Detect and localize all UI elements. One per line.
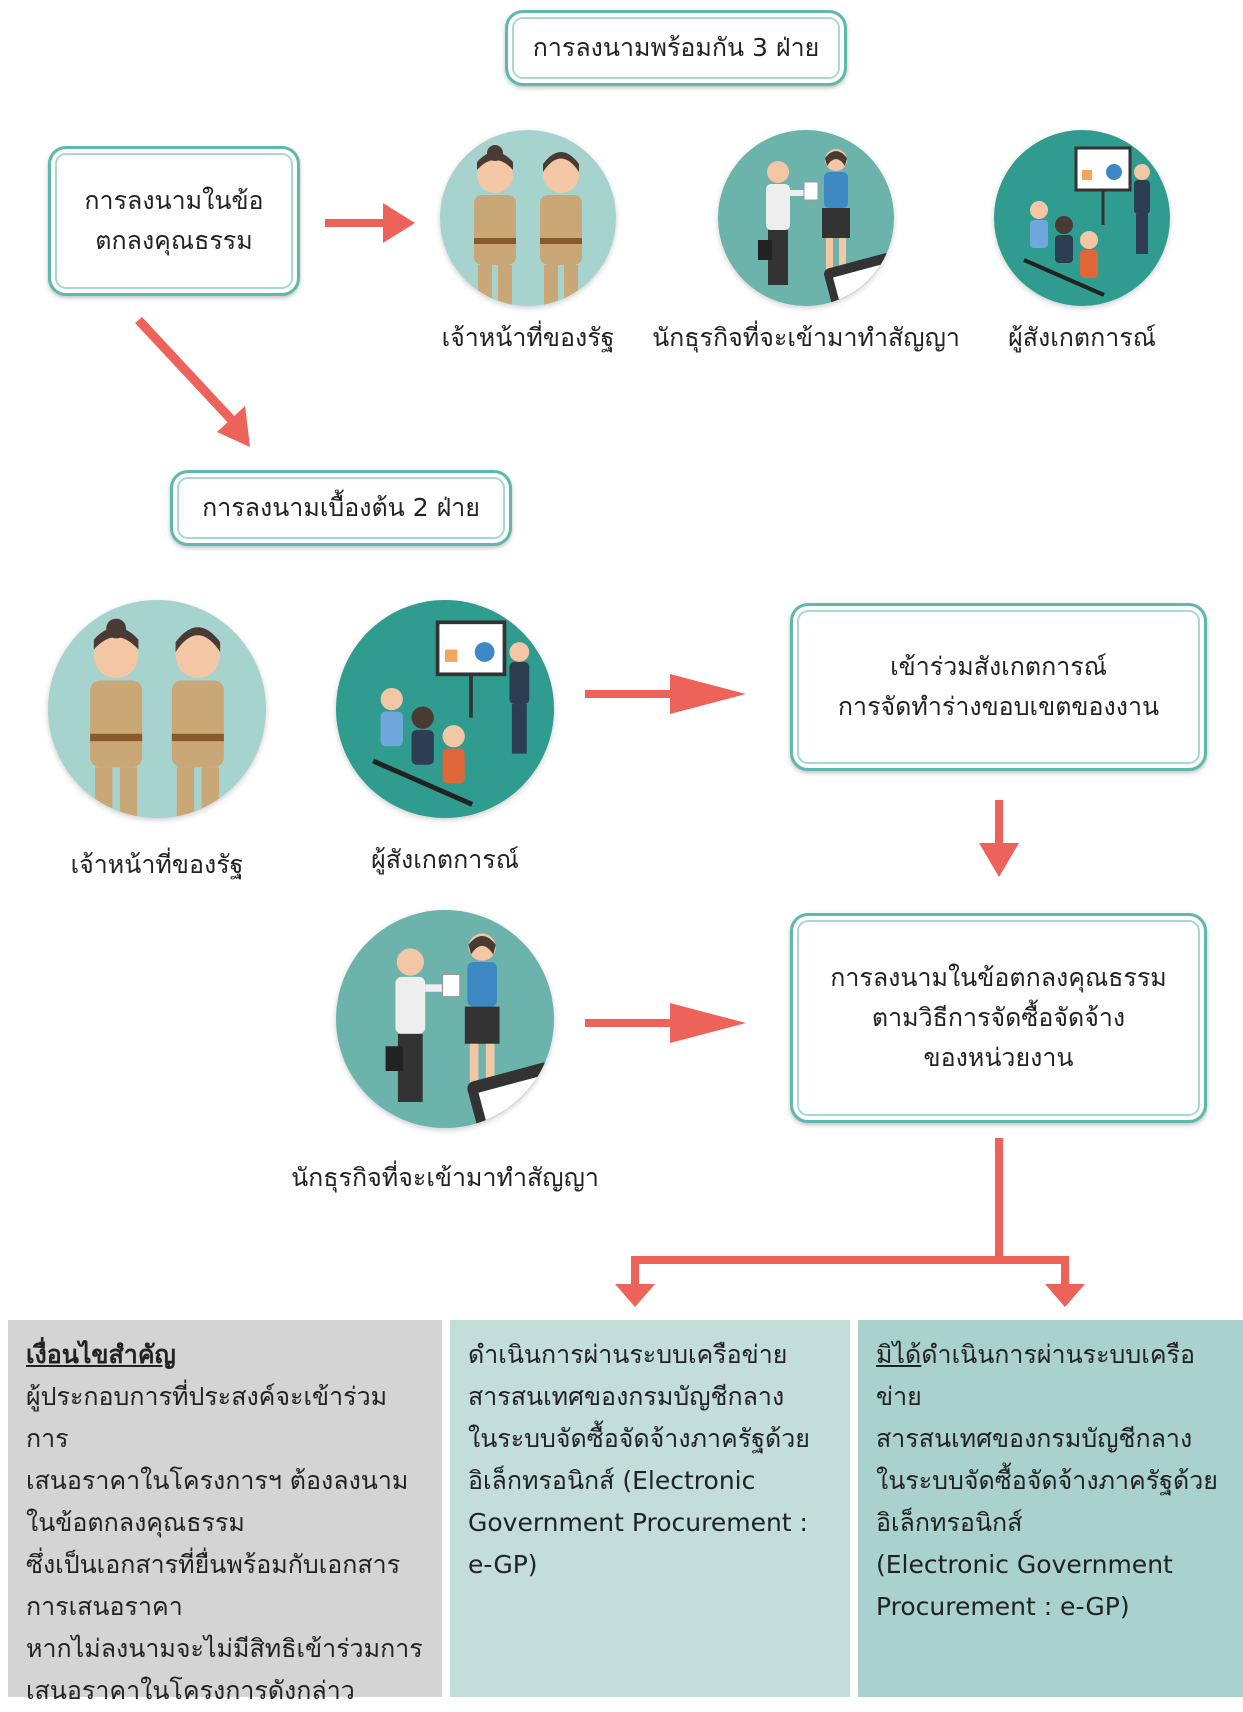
- caption-officers-middle: เจ้าหน้าที่ของรัฐ: [70, 850, 244, 879]
- not-via-egp-panel: มิได้ดำเนินการผ่านระบบเครือข่าย สารสนเทศ…: [858, 1320, 1243, 1697]
- business-handshake-icon-middle: [336, 910, 554, 1128]
- two-party-title: การลงนามเบื้องต้น 2 ฝ่าย: [202, 493, 480, 522]
- conditions-line: ในข้อตกลงคุณธรรม: [26, 1508, 245, 1537]
- arrow-start-to-middle: [135, 317, 238, 426]
- conditions-panel: เงื่อนไขสำคัญ ผู้ประกอบการที่ประสงค์จะเข…: [8, 1320, 442, 1705]
- sign-box-line-1: การลงนามในข้อตกลงคุณธรรม: [830, 963, 1167, 992]
- branch-right-head: [1045, 1284, 1085, 1307]
- branch-bar: [631, 1256, 1069, 1264]
- sign-box-line-3: ของหน่วยงาน: [923, 1043, 1074, 1072]
- business-handshake-icon: [718, 130, 894, 306]
- not-via-egp-line: สารสนเทศของกรมบัญชีกลาง: [876, 1424, 1193, 1453]
- via-egp-line: e-GP): [468, 1550, 538, 1579]
- not-via-egp-line: ดำเนินการผ่านระบบเครือข่าย: [876, 1340, 1195, 1411]
- start-box-line-2: ตกลงคุณธรรม: [95, 226, 253, 255]
- not-via-egp-line: Procurement : e-GP): [876, 1592, 1130, 1621]
- via-egp-line: สารสนเทศของกรมบัญชีกลาง: [468, 1382, 785, 1411]
- conditions-line: ผู้ประกอบการที่ประสงค์จะเข้าร่วมการ: [26, 1382, 388, 1453]
- branch-left-head: [615, 1284, 655, 1307]
- caption-officers-top: เจ้าหน้าที่ของรัฐ: [441, 323, 615, 352]
- arrow-observe-to-sign-head: [979, 843, 1019, 877]
- two-party-title-box: การลงนามเบื้องต้น 2 ฝ่าย: [170, 470, 512, 546]
- branch-stem: [995, 1138, 1003, 1262]
- via-egp-line: อิเล็กทรอนิกส์ (Electronic: [468, 1466, 756, 1495]
- observe-box: เข้าร่วมสังเกตการณ์ การจัดทำร่างขอบเขตขอ…: [790, 603, 1207, 771]
- officers-icon: [440, 130, 616, 306]
- via-egp-line: ดำเนินการผ่านระบบเครือข่าย: [468, 1340, 788, 1369]
- sign-box: การลงนามในข้อตกลงคุณธรรม ตามวิธีการจัดซื…: [790, 913, 1207, 1123]
- conditions-line: ซึ่งเป็นเอกสารที่ยื่นพร้อมกับเอกสาร: [26, 1550, 401, 1579]
- arrow-start-to-middle-head: [217, 406, 250, 447]
- arrow-start-to-officers: [325, 219, 385, 227]
- officers-icon-middle: [48, 600, 266, 818]
- start-box-line-1: การลงนามในข้อ: [84, 186, 264, 215]
- observe-box-line-2: การจัดทำร่างขอบเขตของงาน: [837, 692, 1160, 721]
- arrow-start-to-officers-head: [383, 203, 415, 243]
- not-via-egp-line: อิเล็กทรอนิกส์: [876, 1508, 1023, 1537]
- arrow-business-to-sign-box-head: [670, 1003, 746, 1043]
- arrow-observers-to-observe-box-head: [670, 674, 746, 714]
- three-party-title-box: การลงนามพร้อมกัน 3 ฝ่าย: [505, 10, 847, 86]
- three-party-title: การลงนามพร้อมกัน 3 ฝ่าย: [532, 33, 820, 62]
- caption-observers-middle: ผู้สังเกตการณ์: [371, 845, 519, 874]
- not-via-egp-prefix: มิได้: [876, 1340, 922, 1369]
- via-egp-line: Government Procurement :: [468, 1508, 808, 1537]
- conditions-line: เสนอราคาในโครงการฯ ต้องลงนาม: [26, 1466, 409, 1495]
- conditions-line: เสนอราคาในโครงการดังกล่าว: [26, 1676, 355, 1705]
- conditions-heading: เงื่อนไขสำคัญ: [26, 1340, 176, 1369]
- arrow-observers-to-observe-box: [585, 690, 673, 698]
- arrow-business-to-sign-box: [585, 1019, 673, 1027]
- sign-box-line-2: ตามวิธีการจัดซื้อจัดจ้าง: [871, 1003, 1126, 1032]
- observers-presentation-icon-middle: [336, 600, 554, 818]
- via-egp-line: ในระบบจัดซื้อจัดจ้างภาครัฐด้วย: [468, 1424, 810, 1453]
- not-via-egp-line: ในระบบจัดซื้อจัดจ้างภาครัฐด้วย: [876, 1466, 1218, 1495]
- start-box: การลงนามในข้อ ตกลงคุณธรรม: [48, 146, 300, 296]
- caption-business-top: นักธุรกิจที่จะเข้ามาทำสัญญา: [652, 323, 960, 352]
- observe-box-line-1: เข้าร่วมสังเกตการณ์: [890, 652, 1107, 681]
- conditions-line: หากไม่ลงนามจะไม่มีสิทธิเข้าร่วมการ: [26, 1634, 423, 1663]
- observers-presentation-icon: [994, 130, 1170, 306]
- caption-observers-top: ผู้สังเกตการณ์: [1008, 323, 1156, 352]
- arrow-observe-to-sign: [995, 800, 1003, 845]
- branch-right-drop: [1061, 1256, 1069, 1286]
- not-via-egp-line: (Electronic Government: [876, 1550, 1173, 1579]
- via-egp-panel: ดำเนินการผ่านระบบเครือข่าย สารสนเทศของกร…: [450, 1320, 850, 1697]
- conditions-line: การเสนอราคา: [26, 1592, 183, 1621]
- branch-left-drop: [631, 1256, 639, 1286]
- caption-business-middle: นักธุรกิจที่จะเข้ามาทำสัญญา: [291, 1163, 599, 1192]
